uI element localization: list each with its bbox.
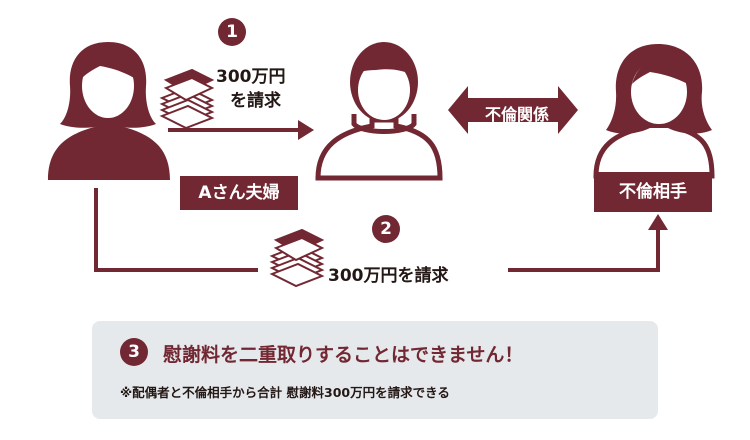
step1-number: 1 [218,18,246,46]
money-stack-icon [269,228,325,288]
arrow-step2-line-left [94,188,258,272]
note-box [92,321,658,419]
wife-figure-icon [48,42,170,180]
step1-request: を請求 [230,91,281,111]
step2-request: 300万円を請求 [328,266,449,286]
arrow-step2-line-right [508,228,660,272]
step3-number: 3 [120,338,148,366]
couple-label: Aさん夫婦 [180,176,298,210]
relation-double-arrow [448,86,578,134]
step1-amount: 300万円 [216,67,286,87]
husband-figure-icon [315,42,443,181]
relation-label: 不倫関係 [484,105,549,124]
step2-number: 2 [372,215,400,243]
affair-partner-label: 不倫相手 [594,172,712,212]
arrow-step2-head [648,214,668,230]
note-subtext: ※配偶者と不倫相手から合計 慰謝料300万円を請求できる [120,385,450,400]
affair-partner-figure-icon [593,44,715,179]
money-stack-icon [159,68,215,130]
arrow-step1-head [298,120,314,140]
note-title: 慰謝料を二重取りすることはできません！ [163,344,524,366]
